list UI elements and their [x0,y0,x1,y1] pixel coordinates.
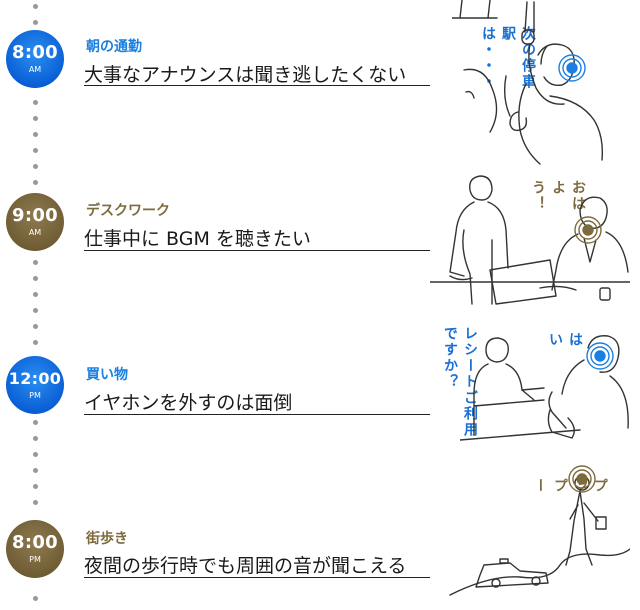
scene-title: イヤホンを外すのは面倒 [84,392,293,414]
timeline-dot [33,324,38,329]
reply-text: はい [547,332,583,348]
ampm-label: AM [28,228,42,237]
time-label: 12:00 [8,369,62,388]
shopping-illustration [460,335,629,441]
timeline-dot [33,468,38,473]
time-label: 8:00 [12,42,58,63]
timeline-dot [33,132,38,137]
title-underline [84,250,430,251]
street-illustration [449,465,630,596]
category-label: 買い物 [86,367,128,383]
time-badge: 8:00 AM [6,30,64,88]
timeline-dot [33,276,38,281]
category-label: デスクワーク [86,203,170,219]
timeline-dot [33,100,38,105]
timeline-dot [33,452,38,457]
category-label: 朝の通勤 [86,39,142,55]
title-underline [84,85,430,86]
title-underline [84,577,430,578]
time-badge: 8:00 PM [6,520,64,578]
ampm-label: PM [29,555,41,564]
time-label: 8:00 [12,532,58,553]
ampm-label: PM [29,391,41,400]
ampm-label: AM [28,65,42,74]
timeline-dot [33,148,38,153]
timeline-dot [33,596,38,601]
scene-title: 仕事中に BGM を聴きたい [84,228,311,250]
timeline-dot [33,500,38,505]
timeline-dot [33,340,38,345]
time-badge: 12:00 PM [6,356,64,414]
time-badge: 9:00 AM [6,193,64,251]
timeline-dot [33,180,38,185]
timeline-dot [33,484,38,489]
title-underline [84,414,430,415]
timeline-dot [33,308,38,313]
category-label: 街歩き [86,531,128,547]
scene-title: 夜間の歩行時でも周囲の音が聞こえる [84,555,407,577]
office-illustration [430,175,630,305]
timeline-dotted-line [33,0,39,610]
time-label: 9:00 [12,205,58,226]
timeline-dot [33,116,38,121]
scene-title: 大事なアナウンスは聞き逃したくない [84,64,407,86]
timeline-dot [33,4,38,9]
timeline-dot [33,292,38,297]
timeline-dot [33,260,38,265]
commuter-illustration [452,0,604,165]
timeline-dot [33,436,38,441]
timeline-dot [33,20,38,25]
timeline-dot [33,164,38,169]
timeline-dot [33,420,38,425]
